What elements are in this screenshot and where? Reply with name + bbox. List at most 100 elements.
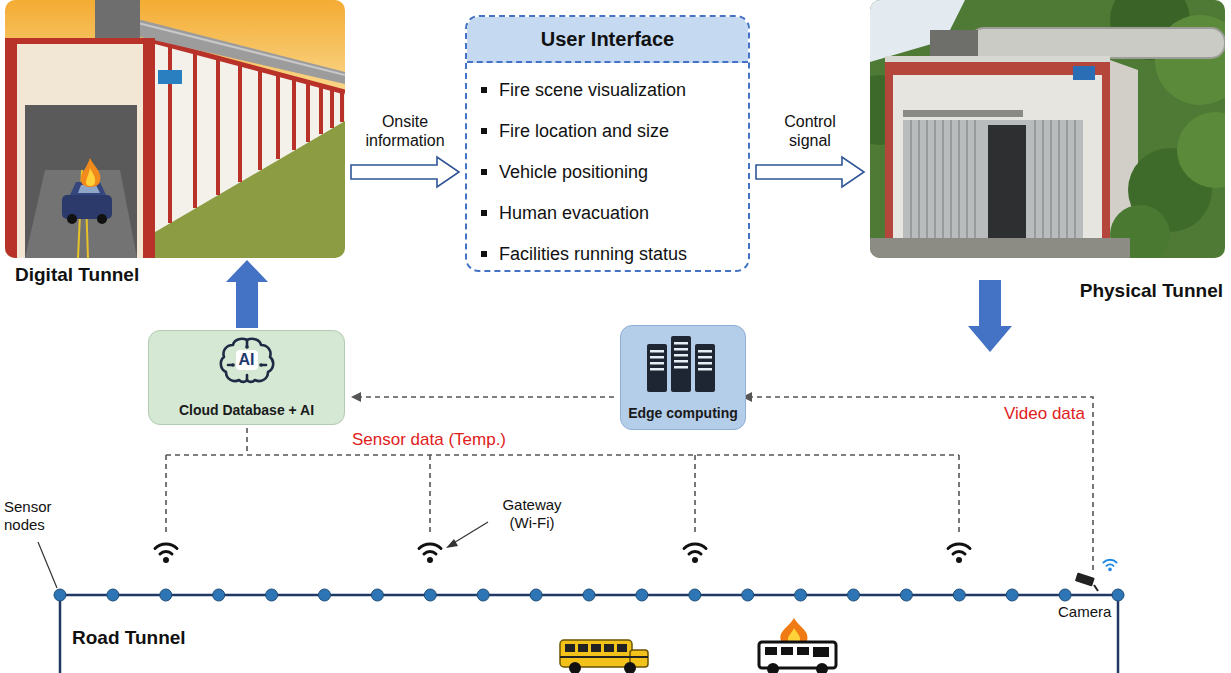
icon-part	[647, 344, 667, 392]
component-box: Edge computing	[620, 325, 746, 430]
icon-part	[246, 375, 249, 380]
sensor-node	[319, 589, 331, 601]
icon-part	[674, 342, 688, 345]
physical-tunnel-photo	[1066, 120, 1068, 240]
data-link	[246, 428, 248, 455]
sensor-node	[689, 589, 701, 601]
icon-part	[221, 339, 273, 382]
badge-wrap: AI	[149, 350, 344, 370]
data-link	[429, 455, 431, 534]
physical-tunnel-photo	[974, 120, 976, 240]
leader-line	[38, 522, 488, 588]
physical-tunnel-photo	[870, 0, 1225, 258]
icon-part	[643, 334, 719, 394]
data-link	[750, 397, 1093, 570]
annotation-label: Sensor nodes	[4, 498, 66, 534]
icon	[643, 334, 719, 394]
panel-caption: Physical Tunnel	[1020, 280, 1223, 302]
list-text: Human evacuation	[499, 203, 649, 223]
physical-tunnel-photo	[966, 120, 968, 240]
bullet-square	[481, 87, 487, 93]
badge-text: AI	[236, 350, 258, 370]
box-caption: Cloud Database + AI	[149, 401, 344, 419]
school-bus	[565, 644, 575, 652]
annotation-label: Road Tunnel	[72, 626, 272, 649]
sensor-node	[900, 589, 912, 601]
list-item: Vehicle positioning	[481, 161, 742, 183]
panel-title: Physical Tunnel	[1080, 280, 1223, 301]
digital-tunnel-render	[292, 78, 296, 150]
process-arrow	[968, 280, 1012, 352]
sensor-node	[795, 589, 807, 601]
panel-caption: Digital Tunnel	[15, 264, 235, 286]
connector	[756, 157, 864, 187]
list-text: Vehicle positioning	[499, 162, 648, 182]
arrowhead	[351, 392, 361, 402]
wifi-icon	[1103, 560, 1116, 571]
school-bus	[569, 662, 581, 673]
dashed-connector	[360, 396, 614, 398]
list-text: Fire location and size	[499, 121, 669, 141]
block-arrow	[226, 260, 268, 328]
digital-tunnel-render	[81, 158, 100, 187]
digital-tunnel-render	[330, 88, 334, 128]
physical-tunnel-photo	[988, 125, 1026, 240]
icon-part	[647, 336, 715, 392]
digital-tunnel-render	[25, 105, 137, 258]
hollow-arrow	[756, 157, 864, 187]
illustration-panel: Digital Tunnel	[5, 0, 345, 258]
digital-tunnel-render	[95, 0, 140, 38]
list-item: Fire location and size	[481, 120, 742, 142]
burning-bus	[797, 647, 809, 655]
bullet-square	[481, 169, 487, 175]
sensor-node	[848, 589, 860, 601]
digital-tunnel-render	[276, 74, 280, 159]
bullet-square	[481, 251, 487, 257]
digital-tunnel-render	[193, 52, 197, 208]
burning-bus	[816, 663, 828, 673]
annotation-label: Video data	[975, 404, 1085, 424]
digital-tunnel-render	[86, 168, 95, 186]
sensor-node	[371, 589, 383, 601]
sensor-node	[742, 589, 754, 601]
icon-part	[674, 354, 688, 357]
sensor-node	[107, 589, 119, 601]
sensor-node	[213, 589, 225, 601]
leader-line	[38, 542, 57, 588]
leader-line	[452, 522, 488, 544]
camera-icon	[1094, 585, 1098, 591]
physical-tunnel-photo	[1042, 120, 1044, 240]
icon-part	[650, 368, 664, 371]
digital-tunnel-render	[5, 38, 17, 258]
physical-tunnel-photo	[1073, 66, 1095, 80]
digital-tunnel-render	[319, 86, 323, 134]
icon-part	[671, 336, 691, 392]
school-bus	[624, 662, 636, 673]
icon-part	[231, 363, 235, 367]
digital-tunnel-render	[216, 58, 220, 195]
list-text: Facilities running status	[499, 244, 687, 264]
process-arrow	[968, 280, 1012, 352]
sensor-node	[583, 589, 595, 601]
school-bus	[604, 644, 614, 652]
physical-tunnel-photo	[1074, 120, 1076, 240]
sensor-node	[1006, 589, 1018, 601]
illustration-panel: Physical Tunnel	[870, 0, 1225, 258]
icon-part	[650, 356, 664, 359]
digital-tunnel-render	[5, 0, 345, 258]
sensor-node	[160, 589, 172, 601]
annotation-label: Camera	[1058, 603, 1116, 621]
burning-bus	[765, 647, 777, 655]
gateway-icon	[684, 544, 706, 563]
edge-label: Control signal	[768, 112, 852, 150]
physical-tunnel-photo	[885, 60, 1110, 240]
icon-part	[674, 360, 688, 363]
box-label: Cloud Database + AI	[179, 402, 314, 418]
physical-tunnel-photo	[926, 120, 928, 240]
sensor-node	[953, 589, 965, 601]
physical-tunnel-photo	[958, 120, 960, 240]
icon-part	[245, 345, 249, 349]
burning-bus	[780, 618, 807, 641]
bullet-square	[481, 128, 487, 134]
icon-part	[698, 356, 712, 359]
